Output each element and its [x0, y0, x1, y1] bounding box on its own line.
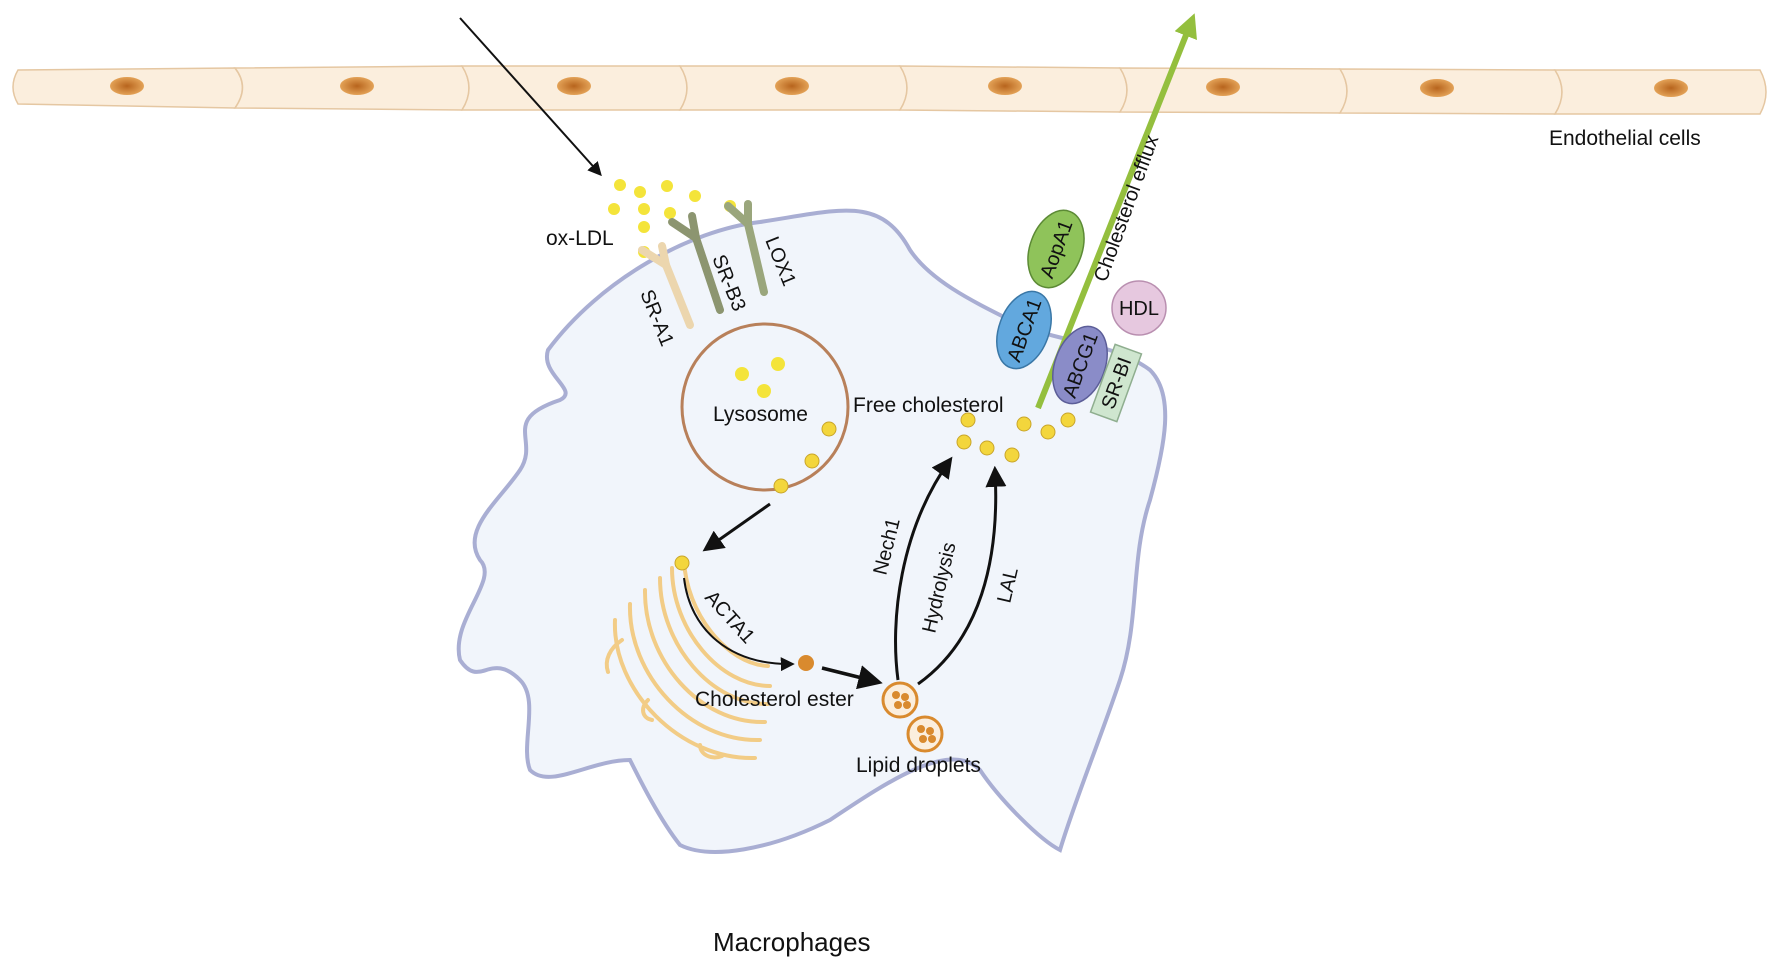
- lysosome: [680, 322, 850, 492]
- oxldl-particle: [664, 207, 676, 219]
- free-cholesterol-dot: [960, 412, 976, 428]
- lipid-droplet: [881, 681, 919, 719]
- macrophage-cell: [456, 208, 1168, 854]
- lysosome-label: Lysosome: [713, 403, 808, 426]
- cholesterol-efflux-label: Cholesterol efflux: [1090, 132, 1163, 284]
- oxldl-particle: [757, 384, 771, 398]
- endoplasmic-reticulum: [604, 558, 772, 761]
- cholesterol-ester-label: Cholesterol ester: [695, 688, 854, 711]
- oxldl-particle: [689, 190, 701, 202]
- oxldl-particle: [608, 203, 620, 215]
- nucleus: [110, 77, 144, 95]
- oxldl-particle: [634, 186, 646, 198]
- oxldl-label: ox-LDL: [546, 227, 614, 250]
- free-cholesterol-dot: [804, 453, 820, 469]
- nucleus: [340, 77, 374, 95]
- oxldl-particle: [661, 180, 673, 192]
- lysosome-to-er-arrow: [702, 502, 771, 552]
- free-cholesterol-pool: [956, 412, 1076, 463]
- nucleus: [1206, 78, 1240, 96]
- free-cholesterol-dot: [1040, 424, 1056, 440]
- lal-arrow: [917, 465, 1007, 686]
- hdl-label: HDL: [1119, 298, 1159, 320]
- nucleus: [988, 77, 1022, 95]
- nucleus: [1654, 79, 1688, 97]
- free-cholesterol-dot: [1004, 447, 1020, 463]
- lipid-droplet: [906, 715, 944, 753]
- acta1-arrow: [683, 577, 795, 672]
- abcg1-transporter: ABCG1: [1052, 325, 1108, 405]
- free-cholesterol-dot: [1060, 412, 1076, 428]
- lox1-receptor: [724, 200, 768, 296]
- nucleus: [1420, 79, 1454, 97]
- free-cholesterol-dot: [674, 555, 690, 571]
- sr-b3-receptor: [668, 212, 724, 314]
- lipid-droplets-label: Lipid droplets: [856, 754, 981, 777]
- free-cholesterol-dot: [956, 434, 972, 450]
- nucleus: [557, 77, 591, 95]
- oxldl-particle: [735, 367, 749, 381]
- oxldl-entry-arrow: [459, 17, 602, 177]
- free-cholesterol-dot: [821, 421, 837, 437]
- abca1-transporter: ABCA1: [996, 290, 1052, 370]
- oxldl-particle: [638, 221, 650, 233]
- cholesterol-ester-dot: [798, 655, 814, 671]
- oxldl-particle: [771, 357, 785, 371]
- free-cholesterol-dot: [773, 478, 789, 494]
- free-cholesterol-dot: [979, 440, 995, 456]
- free-cholesterol-dot: [1016, 416, 1032, 432]
- nech1-arrow: [894, 456, 953, 681]
- endothelial-cells-label: Endothelial cells: [1549, 127, 1701, 150]
- nucleus: [775, 77, 809, 95]
- oxldl-particle: [614, 179, 626, 191]
- apoa1-protein: AopA1: [1027, 209, 1085, 289]
- endothelial-layer: [12, 65, 1767, 115]
- macrophages-label: Macrophages: [713, 927, 871, 957]
- hdl-particle: HDL: [1111, 280, 1167, 336]
- sr-a1-receptor: [638, 242, 694, 329]
- free-cholesterol-label: Free cholesterol: [853, 394, 1004, 417]
- oxldl-particle: [638, 203, 650, 215]
- ester-to-droplet-arrow: [821, 665, 883, 690]
